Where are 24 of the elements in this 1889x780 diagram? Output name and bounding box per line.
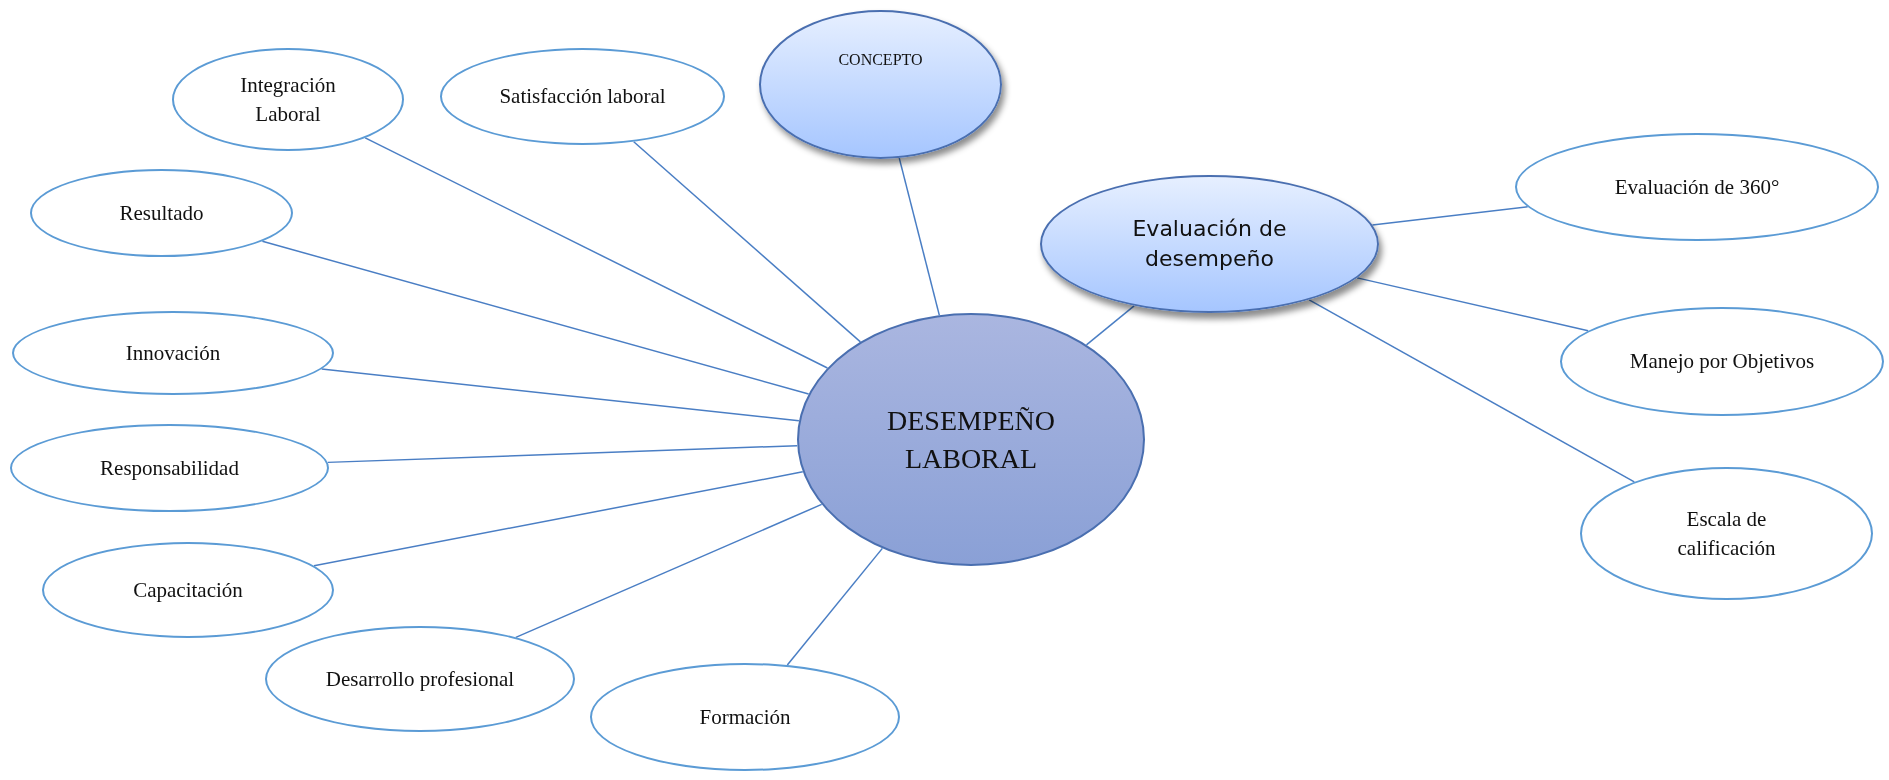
connector-line xyxy=(1085,305,1135,346)
node-label: Evaluación de 360° xyxy=(1614,173,1780,201)
node-label: DESEMPEÑO LABORAL xyxy=(886,403,1056,476)
connector-line xyxy=(515,503,823,639)
node-label: Responsabilidad xyxy=(100,454,239,482)
node-label: CONCEPTO xyxy=(838,49,923,70)
connector-line xyxy=(320,368,800,422)
node-label: Resultado xyxy=(119,199,204,227)
node-label: Manejo por Objetivos xyxy=(1629,348,1815,376)
connector-line xyxy=(786,547,884,666)
node-label: Capacitación xyxy=(133,576,243,604)
node-label: Formación xyxy=(699,703,791,731)
connector-line xyxy=(261,240,810,395)
connector-line xyxy=(1371,206,1529,226)
node-label: Innovación xyxy=(125,339,221,367)
connector-line xyxy=(1308,299,1635,483)
connector-line xyxy=(898,157,941,316)
node-label: Escala de calificación xyxy=(1676,506,1777,562)
connector-line xyxy=(364,137,829,369)
node-label: Satisfacción laboral xyxy=(499,83,666,111)
node-label: Desarrollo profesional xyxy=(325,665,515,693)
node-label: Integración Laboral xyxy=(239,72,337,128)
connector-line xyxy=(1356,277,1589,332)
node-label: Evaluación de desempeño xyxy=(1131,215,1288,273)
